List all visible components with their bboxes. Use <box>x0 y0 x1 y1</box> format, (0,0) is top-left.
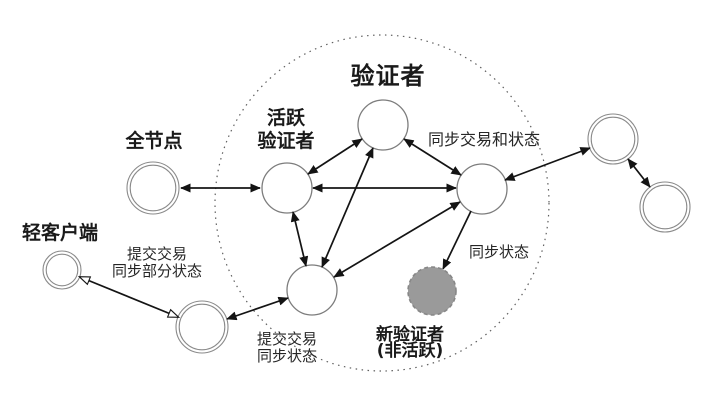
edge-validatortop-validatorbottom <box>321 147 374 268</box>
light-client-circle <box>42 250 82 290</box>
new-validator-label-line1: 新验证者 <box>376 325 444 345</box>
full-node-label: 全节点 <box>125 130 183 152</box>
validator-boundary-dotted-circle <box>214 34 550 372</box>
new-validator-label: 新验证者 (非活跃) <box>376 325 444 361</box>
edge-validatorleft-validatorbottom <box>290 211 309 267</box>
full-node-circle <box>126 161 180 215</box>
new-validator-inactive-circle <box>407 266 457 316</box>
validators-title: 验证者 <box>350 62 426 90</box>
edge-lightclient-bottomfullnode <box>77 276 181 318</box>
edge-validatortop-validatorright <box>403 138 462 176</box>
active-validator-label-line1: 活跃 <box>266 107 306 129</box>
new-validator-label-line2: (非活跃) <box>376 341 444 361</box>
edge-validatorright-newvalidator <box>442 210 472 270</box>
edge-validatorright-validatorbottom <box>333 201 461 278</box>
validator-bottom-circle <box>286 264 338 316</box>
edges <box>77 138 651 321</box>
submit-tx-partial-label-line1: 提交交易 <box>126 245 188 263</box>
sync-state-label: 同步状态 <box>468 243 530 261</box>
sync-tx-and-state-label: 同步交易和状态 <box>427 130 541 149</box>
validator-right-circle <box>456 163 508 215</box>
edge-bottomfullnode-validatorbottom <box>226 296 289 321</box>
edge-validatorleft-validatortop <box>307 138 363 175</box>
submit-tx-sync-label-line2: 同步状态 <box>256 346 318 365</box>
edge-external1-external2 <box>627 158 651 188</box>
validator-top-circle <box>357 99 409 151</box>
submit-tx-partial-label-line2: 同步部分状态 <box>111 261 203 280</box>
submit-tx-sync-label: 提交交易 同步状态 <box>257 331 317 364</box>
light-client-label: 轻客户端 <box>21 222 99 244</box>
external-node-2-circle <box>639 181 691 233</box>
validator-left-circle <box>261 162 313 214</box>
edge-validatorright-external1 <box>504 147 591 181</box>
bottom-full-node-circle <box>175 300 229 354</box>
submit-tx-partial-label: 提交交易 同步部分状态 <box>112 246 202 279</box>
active-validator-label: 活跃 验证者 <box>257 107 314 153</box>
submit-tx-sync-label-line1: 提交交易 <box>256 330 318 348</box>
active-validator-label-line2: 验证者 <box>257 130 315 152</box>
external-node-1-circle <box>587 113 639 165</box>
